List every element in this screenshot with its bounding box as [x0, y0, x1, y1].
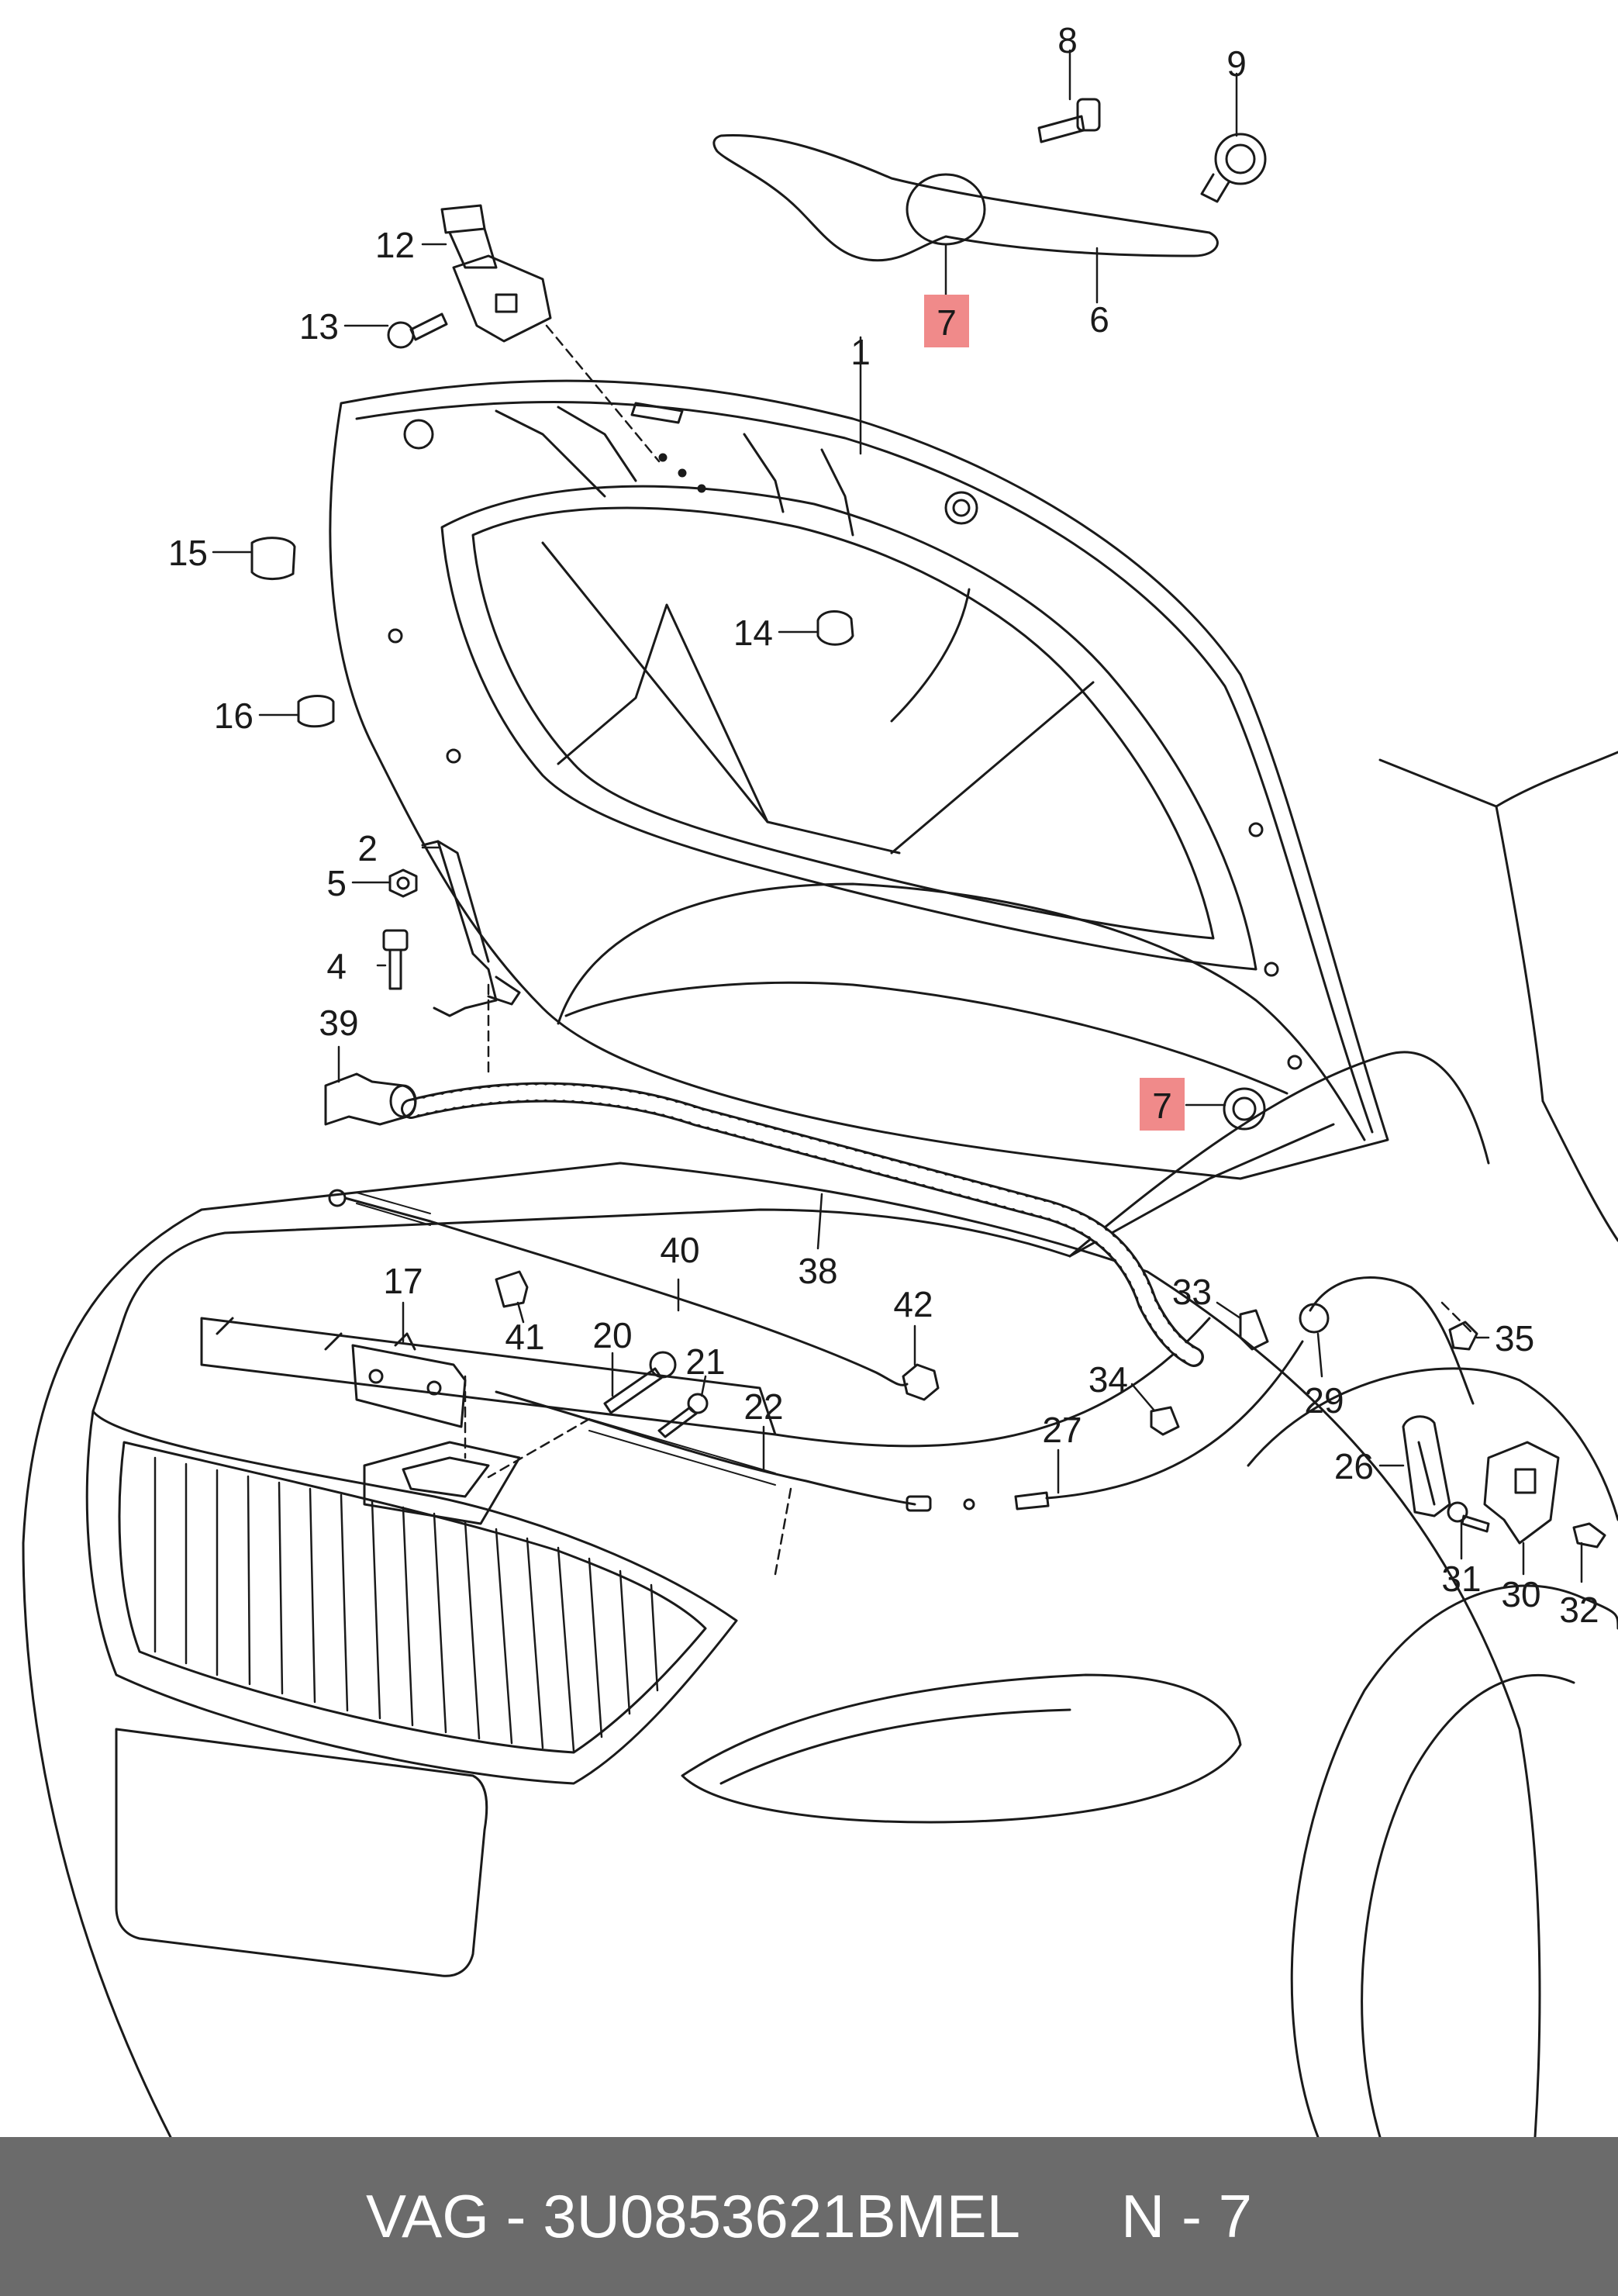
- callout-4: 4: [326, 946, 347, 986]
- bracket-30: [1483, 1441, 1560, 1545]
- callout-7-highlight-lower: [1140, 1078, 1185, 1131]
- footer-separator: -: [505, 2182, 526, 2250]
- callout-17: 17: [383, 1261, 423, 1301]
- callout-2: 2: [357, 828, 378, 868]
- grommet-29: [1299, 1276, 1475, 1405]
- callout-29: 29: [1304, 1380, 1344, 1421]
- lock-17: [351, 1332, 467, 1428]
- clip-42: [902, 1363, 940, 1401]
- callout-26: 26: [1334, 1446, 1374, 1486]
- callout-40: 40: [660, 1230, 699, 1270]
- callout-7-highlight-top: [924, 295, 969, 347]
- bolt-21: [657, 1393, 709, 1438]
- callout-39: 39: [319, 1003, 358, 1043]
- callout-7-top: 7: [937, 302, 957, 343]
- callout-15: 15: [168, 533, 208, 573]
- leader-lines: [212, 49, 1583, 1583]
- callout-31: 31: [1441, 1559, 1481, 1599]
- callout-38: 38: [798, 1251, 837, 1291]
- diagram-drawing: 1 2 4 5 6 7 7 8 9 12 13 14 15 16 17 20 2…: [22, 20, 1618, 2137]
- buffer-15: [250, 537, 296, 580]
- callout-34: 34: [1088, 1359, 1128, 1400]
- footer-brand: VAG: [365, 2182, 489, 2250]
- bolt-8: [1037, 98, 1101, 143]
- callout-41: 41: [505, 1317, 544, 1357]
- buffer-12: [440, 204, 552, 343]
- cable-22: [495, 1390, 975, 1512]
- callout-16: 16: [214, 696, 254, 736]
- handle-26: [1402, 1415, 1451, 1517]
- support-rod-39: [324, 1072, 417, 1126]
- trim-strip-6: [712, 133, 1219, 262]
- callout-9: 9: [1226, 43, 1247, 84]
- callout-8: 8: [1057, 20, 1078, 60]
- callout-20: 20: [592, 1315, 632, 1355]
- callout-21: 21: [685, 1341, 725, 1382]
- cable-27: [1014, 1340, 1304, 1511]
- buffer-14: [816, 610, 854, 646]
- clip-35: [1448, 1321, 1478, 1351]
- bolt-4: [382, 929, 409, 990]
- clip-9: [1200, 133, 1267, 203]
- callout-30: 30: [1501, 1574, 1540, 1614]
- callout-32: 32: [1559, 1590, 1599, 1630]
- footer-bar: VAG - 3U0853621BMEL N - 7: [0, 2137, 1618, 2296]
- emblem-seat-7-lower: [1223, 1087, 1266, 1131]
- callout-33: 33: [1172, 1272, 1212, 1312]
- nut-5: [388, 868, 418, 898]
- buffer-16: [297, 695, 335, 728]
- callout-27: 27: [1042, 1410, 1082, 1450]
- callout-14: 14: [733, 613, 773, 653]
- callout-35: 35: [1495, 1318, 1534, 1359]
- bolt-20: [603, 1351, 677, 1414]
- callout-12: 12: [375, 225, 415, 265]
- clip-34: [1150, 1406, 1180, 1436]
- latch-catch: [363, 1441, 521, 1525]
- callout-labels: 1 2 4 5 6 7 7 8 9 12 13 14 15 16 17 20 2…: [168, 20, 1599, 1630]
- callout-13: 13: [299, 306, 339, 347]
- clip-41: [495, 1270, 529, 1308]
- parts-diagram: 1 2 4 5 6 7 7 8 9 12 13 14 15 16 17 20 2…: [22, 20, 1618, 2137]
- callout-1: 1: [850, 332, 871, 372]
- callout-5: 5: [326, 863, 347, 903]
- screw-31: [1447, 1501, 1490, 1533]
- callout-22: 22: [743, 1386, 783, 1427]
- callout-7-lower: 7: [1152, 1086, 1172, 1126]
- car-body: [22, 751, 1618, 2137]
- clip-33: [1239, 1309, 1269, 1351]
- callout-42: 42: [893, 1284, 933, 1324]
- bolt-13: [387, 312, 448, 349]
- cable-40: [328, 1189, 909, 1386]
- footer-position-code: N - 7: [1121, 2182, 1253, 2250]
- hinge-bracket-2: [421, 840, 521, 1017]
- callout-6: 6: [1089, 299, 1109, 340]
- footer-part-number: 3U0853621BMEL: [543, 2182, 1020, 2250]
- clip-32: [1572, 1522, 1606, 1549]
- seal-38: [401, 1082, 1204, 1367]
- bonnet: [329, 379, 1389, 1180]
